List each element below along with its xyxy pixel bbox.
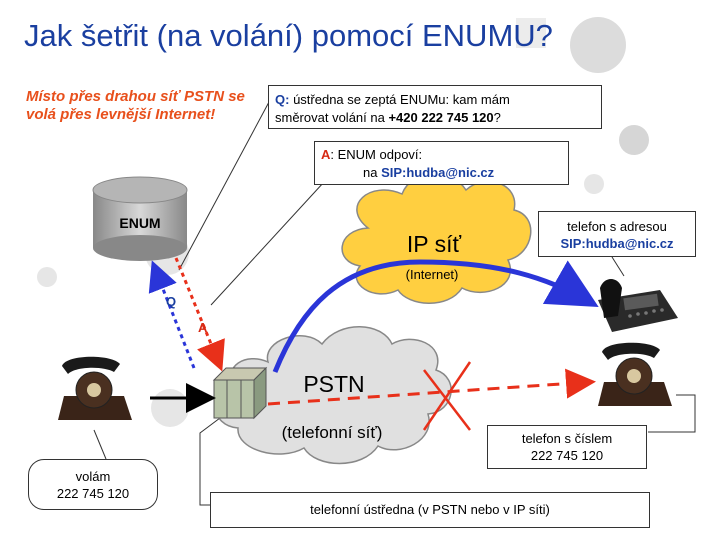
question-text-2: směrovat volání na [275,110,389,125]
answer-text-2: na [363,165,382,180]
question-number: +420 222 745 120 [388,110,494,125]
ip-phone-line-1: telefon s adresou [567,219,667,234]
blocked-cross [422,361,472,431]
enum-database [92,176,188,261]
callout-pointers [93,101,696,506]
answer-sip: SIP:hudba@nic.cz [381,165,495,180]
rotary-phone-caller [58,356,132,420]
caller-callout: volám 222 745 120 [28,459,158,510]
answer-text-1: : ENUM odpoví: [330,147,423,162]
question-label: Q: [275,92,290,107]
ip-cloud-title: IP síť [407,231,462,257]
ip-phone [598,279,678,332]
caller-line-1: volám [75,469,111,484]
pstn-cloud-subtitle: (telefonní síť) [282,423,383,442]
exchange-callout: telefonní ústředna (v PSTN nebo v IP sít… [210,492,650,528]
page-title: Jak šetřit (na volání) pomocí ENUMU? [24,18,553,53]
pstn-phone-line-1: telefon s číslem [521,431,613,446]
question-callout: Q: ústředna se zeptá ENUMu: kam mám směr… [268,85,602,129]
a-arrow [174,257,225,372]
enum-label: ENUM [119,215,160,231]
exchange-label: telefonní ústředna (v PSTN nebo v IP sít… [310,502,550,517]
savings-note: Místo přes drahou síť PSTN se volá přes … [26,88,245,123]
question-suffix: ? [493,110,501,125]
pstn-phone-number: 222 745 120 [530,448,604,463]
ip-phone-callout: telefon s adresou SIP:hudba@nic.cz [538,211,696,257]
ip-cloud-subtitle: (Internet) [406,267,459,282]
q-marker: Q [166,294,176,309]
exchange-switch [212,366,268,420]
ip-phone-sip: SIP:hudba@nic.cz [560,236,674,251]
caller-number: 222 745 120 [56,486,130,501]
pstn-cloud-title: PSTN [303,371,364,397]
pstn-phone-callout: telefon s číslem 222 745 120 [487,425,647,469]
pstn-route-line [267,368,596,406]
question-text-1: ústředna se zeptá ENUMu: kam mám [289,92,510,107]
a-marker: A [198,320,208,335]
answer-callout: A: ENUM odpoví: na SIP:hudba@nic.cz [314,141,569,185]
ip-route-arrow [272,259,599,373]
answer-label: A [321,147,331,162]
rotary-phone-target [598,342,672,406]
q-arrow [148,260,196,369]
